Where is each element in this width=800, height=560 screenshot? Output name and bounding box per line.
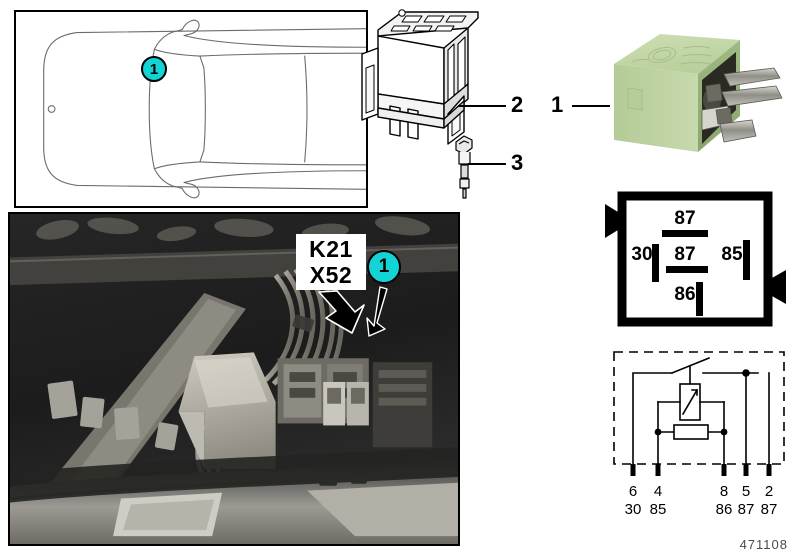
designation-line-1: K21: [309, 235, 353, 262]
relay-3d-illustration: [614, 34, 783, 152]
component-designation-label: K21 X52: [296, 234, 366, 290]
schematic-terminal-85: 85: [650, 501, 667, 516]
callout-number-1: 1: [551, 92, 564, 117]
schematic-svg: 6 4 8 5 2 30 85 86 87 87: [613, 351, 785, 516]
schematic-terminal-87b: 87: [761, 501, 778, 516]
schematic-pin-number-4: 4: [654, 483, 662, 500]
callout-3-leader-line: [468, 163, 506, 165]
pin-blade-right: [743, 240, 750, 280]
schematic-pin-number-2: 2: [765, 483, 773, 500]
schematic-pin-number-8: 8: [720, 483, 728, 500]
car-outline-drawing: [43, 19, 366, 199]
pin-label-bottom: 86: [674, 284, 695, 305]
relay-circuit-schematic: 6 4 8 5 2 30 85 86 87 87: [606, 346, 796, 516]
schematic-terminal-87a: 87: [738, 501, 755, 516]
document-part-number: 471108: [739, 537, 788, 552]
engine-bay-photograph: [10, 214, 458, 544]
connector-parts-panel: [360, 2, 540, 202]
pin-label-left: 30: [631, 244, 652, 265]
callout-number-2: 2: [511, 92, 524, 117]
relay-component-photo: [598, 24, 794, 174]
schematic-dashed-boundary: [613, 351, 785, 465]
photo-callout-badge-1: 1: [367, 250, 401, 284]
schematic-pin-number-6: 6: [629, 483, 637, 500]
pin-blade-top: [662, 230, 708, 237]
pin-blade-bottom: [696, 282, 703, 316]
car-top-view-panel: [14, 10, 368, 208]
schematic-terminal-30: 30: [625, 501, 642, 516]
connector-line-drawing: [361, 9, 479, 199]
engine-bay-photo-panel: [8, 212, 460, 546]
schematic-terminal-86: 86: [716, 501, 733, 516]
designation-line-2: X52: [309, 262, 353, 288]
car-callout-badge-1: 1: [141, 56, 167, 82]
pin-blade-middle: [666, 266, 708, 273]
pin-label-right: 85: [721, 244, 743, 265]
pin-label-middle: 87: [674, 244, 695, 265]
callout-1-leader-line: [572, 105, 610, 107]
schematic-pin-number-5: 5: [742, 483, 750, 500]
callout-2-leader-line: [458, 105, 506, 107]
relay-pin-layout-diagram: 87 30 87 85 86: [600, 186, 796, 332]
pin-label-top: 87: [674, 208, 695, 229]
pin-layout-svg: 87 30 87 85 86: [605, 191, 786, 327]
callout-number-3: 3: [511, 150, 524, 175]
pin-blade-left: [652, 244, 659, 282]
